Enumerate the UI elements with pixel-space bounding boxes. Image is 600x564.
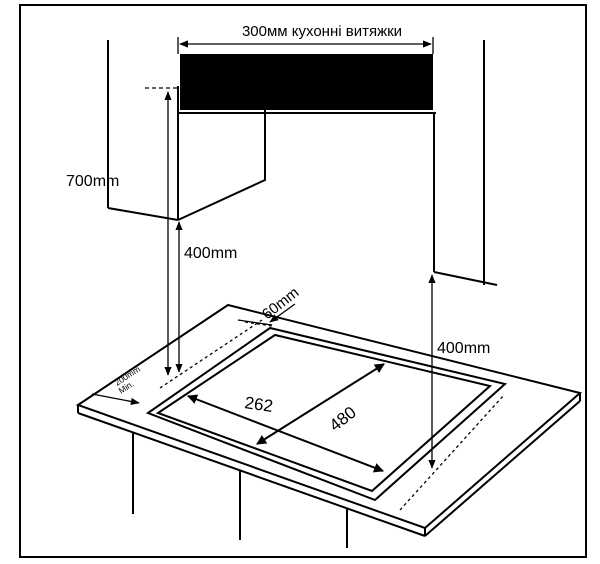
hood-width-dimension [177,37,434,54]
cutout-depth-dimension [256,363,385,445]
height-400-right-label: 400mm [437,340,490,357]
height-700-label: 700mm [66,173,119,190]
range-hood [180,54,433,110]
cutout-depth-label: 480 [326,403,360,435]
clearance-dashed-lines [159,319,505,511]
right-wall-cabinet [433,40,498,286]
countertop [75,303,583,537]
cutout-width-label: 262 [243,393,274,416]
frame-border [19,4,587,558]
side-200-dimension [91,393,140,406]
height-400-left-label: 400mm [184,245,237,262]
depth-60-dimension [237,319,273,326]
base-cabinet-lines [132,432,348,548]
depth-60-arrow [269,303,296,323]
hood-width-label: 300мм кухонні витяжки [242,23,402,40]
